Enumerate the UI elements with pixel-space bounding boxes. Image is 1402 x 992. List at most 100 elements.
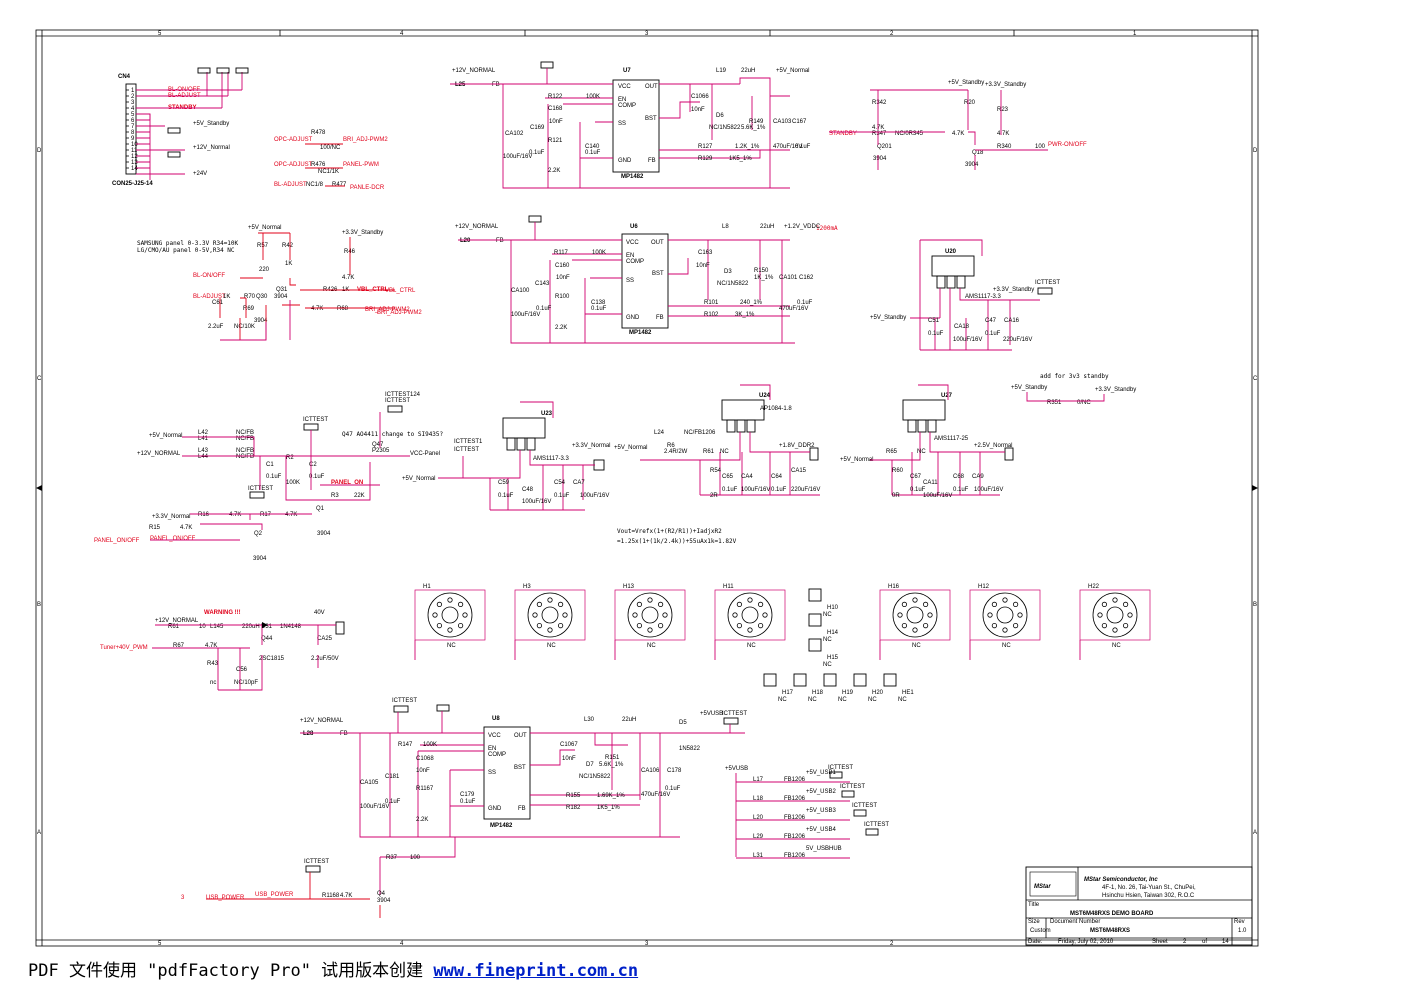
hole-nc: NC bbox=[747, 643, 756, 649]
pin-label: SS bbox=[488, 770, 496, 776]
part-ref: Q2 bbox=[254, 531, 263, 537]
test-point: ICTTEST bbox=[385, 398, 410, 404]
col-mark: 2 bbox=[890, 941, 894, 947]
pin-label: GND bbox=[618, 158, 632, 164]
part-ref: C54 bbox=[554, 480, 566, 486]
field-label: Size bbox=[1028, 919, 1040, 925]
part-ref: R100 bbox=[555, 294, 570, 300]
part-value: 470uF/16V bbox=[779, 306, 808, 312]
hole-ref: H11 bbox=[723, 584, 734, 590]
part-value: 0.1uF bbox=[266, 474, 282, 480]
tuner-40v: WARNING !!! +12V_NORMAL Tuner+40V_PWM 40… bbox=[100, 610, 345, 691]
net-label: +5V_Normal bbox=[776, 68, 810, 74]
ic-ref: U7 bbox=[623, 68, 631, 74]
part-ref: C143 bbox=[535, 281, 550, 287]
part-ref: D7 bbox=[586, 762, 594, 768]
vout-formula: Vout=Vrefx(1+(R2/R1))+IadjxR2 =1.25x(1+(… bbox=[617, 528, 737, 545]
part-value: 2.2K bbox=[548, 168, 560, 174]
company-name: MStar Semiconductor, Inc bbox=[1084, 877, 1158, 883]
regulator-u24: U24 AP1084-1.8 +5V_Normal +1.8V_DDR2 L24… bbox=[614, 384, 820, 499]
row-mark: B bbox=[1253, 602, 1257, 608]
part-value: NC/FB bbox=[236, 430, 254, 436]
part-ref: C160 bbox=[555, 263, 570, 269]
net-label: +12V_NORMAL bbox=[137, 451, 181, 457]
part-ref: R20 bbox=[964, 100, 976, 106]
part-value: 10nF bbox=[562, 756, 576, 762]
part-value: 0.1uF bbox=[665, 786, 681, 792]
part-value: 100uF/16V bbox=[360, 804, 389, 810]
ic-box bbox=[483, 726, 531, 820]
footer-text: PDF 文件使用 "pdfFactory Pro" 试用版本创建 bbox=[28, 961, 434, 981]
part-ref: R2 bbox=[286, 455, 294, 461]
field-label: of bbox=[1202, 939, 1207, 945]
part-value: 4.7K bbox=[205, 643, 217, 649]
part-value: 10nF bbox=[416, 768, 430, 774]
part-ref: R117 bbox=[554, 250, 569, 256]
part-value: 0.1uF bbox=[771, 487, 787, 493]
net-label: +5VUSB bbox=[725, 766, 748, 772]
part-value: NC/FB bbox=[236, 436, 254, 442]
net-label: +5V_Standby bbox=[870, 315, 906, 321]
part-ref: CA7 bbox=[573, 480, 585, 486]
part-ref: Q1 bbox=[316, 506, 325, 512]
hole-nc: NC bbox=[1112, 643, 1121, 649]
row-mark: A bbox=[37, 830, 41, 836]
part-ref: CA105 bbox=[360, 780, 379, 786]
col-mark: 3 bbox=[645, 31, 649, 37]
part-value: 100 bbox=[410, 855, 421, 861]
net-label: +5V_Normal bbox=[402, 476, 436, 482]
pin-label: COMP bbox=[488, 752, 506, 758]
part-value: NC bbox=[917, 449, 926, 455]
date-value: Friday, July 02, 2010 bbox=[1058, 939, 1114, 945]
part-value: FB1206 bbox=[784, 796, 806, 802]
hole-nc: NC bbox=[823, 662, 832, 668]
part-ref: C138 bbox=[591, 300, 606, 306]
part-value: 2.4R/2W bbox=[664, 449, 688, 455]
part-value: 470uF/16V bbox=[773, 144, 802, 150]
part-value: NC1/1K bbox=[318, 169, 339, 175]
part-ref: L29 bbox=[753, 834, 764, 840]
net-label: PWR-ON/OFF bbox=[1048, 142, 1087, 148]
part-ref: R151 bbox=[605, 755, 620, 761]
part-ref: CA106 bbox=[641, 768, 660, 774]
part-value: 22K bbox=[354, 493, 365, 499]
part-value: 4.7K bbox=[229, 512, 241, 518]
part-ref: C140 bbox=[585, 144, 600, 150]
net-label: OPC-ADJUST bbox=[274, 137, 313, 143]
r351-section: add for 3v3 standby +5V_Standby +3.3V_St… bbox=[1011, 373, 1136, 406]
part-value: 0.1uF bbox=[910, 487, 926, 493]
hole-nc: NC bbox=[808, 697, 817, 703]
hole-ref: H14 bbox=[827, 630, 839, 636]
part-ref: R42 bbox=[282, 243, 294, 249]
connector-pin: 4 bbox=[131, 106, 135, 112]
part-ref: C64 bbox=[771, 474, 783, 480]
connector-pin: 5 bbox=[131, 112, 135, 118]
part-value: 0.1uF bbox=[554, 493, 570, 499]
regulator-u6: +12V_NORMAL L20 FB U6 MP1482 VCC EN COMP… bbox=[455, 215, 838, 344]
part-value: 470uF/16V bbox=[641, 792, 670, 798]
connector-pin: 8 bbox=[131, 130, 135, 136]
part-ref: D31 bbox=[261, 624, 273, 630]
hole-ref: H3 bbox=[523, 584, 531, 590]
page-ref: 3 bbox=[181, 895, 185, 901]
part-value: 5.6K_1% bbox=[741, 125, 766, 131]
part-ref: R342 bbox=[872, 100, 887, 106]
hole-nc: NC bbox=[912, 643, 921, 649]
part-ref: CA15 bbox=[791, 468, 807, 474]
ic-ref: U20 bbox=[945, 249, 957, 255]
part-ref: L31 bbox=[753, 853, 764, 859]
document-number: MST6M48RXS bbox=[1090, 928, 1130, 934]
row-mark: D bbox=[1253, 148, 1258, 154]
footer-link[interactable]: www.fineprint.com.cn bbox=[433, 961, 639, 981]
note: Q47 AO4411 change to SI9435? bbox=[342, 431, 444, 438]
net-label: +24V bbox=[193, 171, 207, 177]
part-value: 100uF/16V bbox=[953, 337, 982, 343]
part-value: 10nF bbox=[696, 263, 710, 269]
part-ref: CA4 bbox=[741, 474, 753, 480]
